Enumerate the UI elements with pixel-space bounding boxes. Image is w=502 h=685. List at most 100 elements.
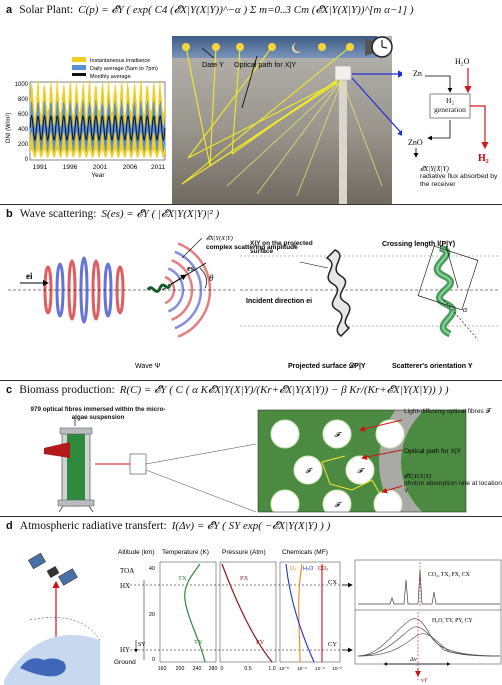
fibre-circle [270, 419, 300, 449]
fibre-circle [322, 419, 352, 449]
moon-icon [292, 43, 301, 53]
scatterer-icon [146, 283, 172, 293]
alt-tick: 20 [149, 612, 155, 618]
h2-generation-label: H₂ generation [434, 96, 466, 114]
photobioreactor-icon [44, 418, 95, 513]
pres-tick: 0 [221, 666, 224, 672]
col-temperature: Temperature (K) [162, 549, 209, 556]
temperature-curve [184, 563, 206, 663]
optical-paths [181, 46, 351, 185]
separator [0, 380, 502, 381]
ty-label: TY [194, 639, 203, 646]
x-axis-label: Year [91, 172, 105, 179]
col-pressure: Pressure (Atm) [222, 549, 266, 556]
y-tick: 800 [18, 97, 29, 103]
scattered-wavefront-band [167, 267, 185, 313]
pres-tick: 0.5 [244, 666, 251, 672]
optical-path-label: Optical path for X|Y [234, 60, 296, 69]
wave-scattering-diagram: ei es θ 𝓔X|Y(X|Y) complex scattering amp… [8, 235, 500, 370]
xy-surface-label: X|Y on the projected surface [250, 240, 313, 255]
pressure-plot [219, 561, 277, 663]
panel-a-title: a Solar Plant: C(p) = 𝓔Y ( exp( C4 (𝓔X|Y… [6, 4, 413, 17]
separator [0, 204, 502, 205]
wave-label: Wave Ψ [135, 363, 161, 370]
chem-tick: 10⁻² [332, 666, 342, 672]
cx-label: CX [328, 579, 337, 586]
spectrum-top-label: CO₂, TX, PX, CX [428, 572, 471, 578]
alpha-label: α [463, 305, 468, 314]
orientation-label: Scatterer's orientation Y [392, 363, 473, 370]
y-tick: 0 [25, 157, 29, 163]
dni-legend: Instantaneous irradiance Daily average (… [72, 57, 158, 80]
clock-icon [365, 36, 393, 58]
panel-c-title: c Biomass production: R(C) = 𝓔Y ( C ( α … [6, 384, 449, 397]
panel-name: Wave scattering: [19, 208, 97, 220]
co2-label: CO₂ [318, 566, 328, 572]
F-label: 𝓕 [334, 432, 342, 439]
projected-surface-shape [325, 249, 351, 337]
x-tick: 1991 [33, 164, 48, 171]
fibre-circle [375, 419, 405, 449]
alt-tick: 40 [149, 566, 155, 572]
solar-plant-photo [172, 36, 392, 204]
pres-tick: 1.0 [268, 666, 275, 672]
monthly-average-line [29, 114, 166, 142]
panel-d-title: d Atmospheric radiative transfert: I(Δν)… [6, 520, 330, 533]
py-label: PY [256, 639, 265, 646]
h2o-label: H₂O [455, 57, 470, 66]
o3-label: O₃ [290, 566, 297, 572]
light-rays [226, 79, 383, 197]
panel-equation: C(p) = 𝓔Y ( exp( C4 (𝓔X|Y(X|Y))^−α ) Σ m… [78, 4, 414, 16]
tx-label: TX [178, 575, 187, 582]
dni-chart: Instantaneous irradiance Daily average (… [6, 57, 166, 179]
chemicals-plot [279, 561, 341, 663]
projected-surface-label: Projected surface 𝒟P|Y [288, 362, 366, 370]
legend-entry: Monthly average [90, 74, 131, 80]
y-tick: 1000 [15, 82, 29, 88]
col-altitude: Altitude (km) [118, 549, 154, 556]
y-tick: 200 [18, 142, 29, 148]
theta-label: θ [209, 273, 214, 283]
legend-entry: Daily average (5am to 7pm) [90, 66, 158, 72]
pressure-curve [221, 563, 273, 663]
legend-entry: Instantaneous irradiance [90, 58, 150, 64]
biomass-diagram: 979 optical fibres immersed within the m… [30, 406, 502, 513]
fibre-circle [373, 489, 403, 512]
hy-label: HY [120, 646, 130, 654]
incident-direction-label: Incident direction ei [246, 298, 312, 305]
es-arrow [167, 274, 187, 287]
panel-letter: c [6, 384, 13, 396]
x-tick: 2006 [123, 164, 138, 171]
temp-tick: 160 [158, 666, 167, 672]
y-tick: 400 [18, 127, 29, 133]
flux-arrows [351, 70, 402, 137]
temperature-plot [159, 561, 217, 663]
fibre-circle [270, 489, 300, 512]
F-label: 𝓕 [305, 468, 313, 475]
panel-letter: d [6, 520, 13, 532]
zno-label: ZnO [408, 138, 423, 147]
receiver [334, 65, 352, 81]
chem-tick: 10⁻⁴ [315, 666, 325, 672]
cy-label: CY [328, 641, 337, 648]
panel-letter: a [6, 4, 13, 16]
crossing-label: Crossing length l(P|Y) [382, 241, 455, 248]
fibre-circle [345, 455, 375, 485]
spectrum-bottom [357, 633, 501, 657]
atmospheric-diagram: Altitude (km) TOA HX HY Ground SY 40 20 … [4, 549, 502, 685]
x-tick: 2011 [151, 164, 165, 171]
h2-output-label: H₂ [478, 153, 489, 164]
x-tick: 1996 [63, 164, 78, 171]
spectrum-top [358, 569, 500, 605]
F-label: 𝓕 [334, 502, 342, 509]
chem-tick: 10⁻⁶ [297, 666, 307, 672]
satellite-icon [28, 552, 78, 586]
F-label: 𝓕 [357, 468, 365, 475]
ground-label: Ground [114, 659, 136, 666]
panel-equation: I(Δν) = 𝓔Y ( SY exp( −𝓔X|Y(X|Y) ) ) [171, 520, 331, 532]
panel-name: Biomass production: [19, 384, 115, 396]
optical-path-label: Optical path for X|Y [404, 448, 462, 455]
chem-tick: 10⁻⁸ [279, 666, 289, 672]
h2o-label: H₂O [303, 566, 314, 572]
flux-symbol: 𝓔X|Y(X|Y) [420, 165, 450, 173]
